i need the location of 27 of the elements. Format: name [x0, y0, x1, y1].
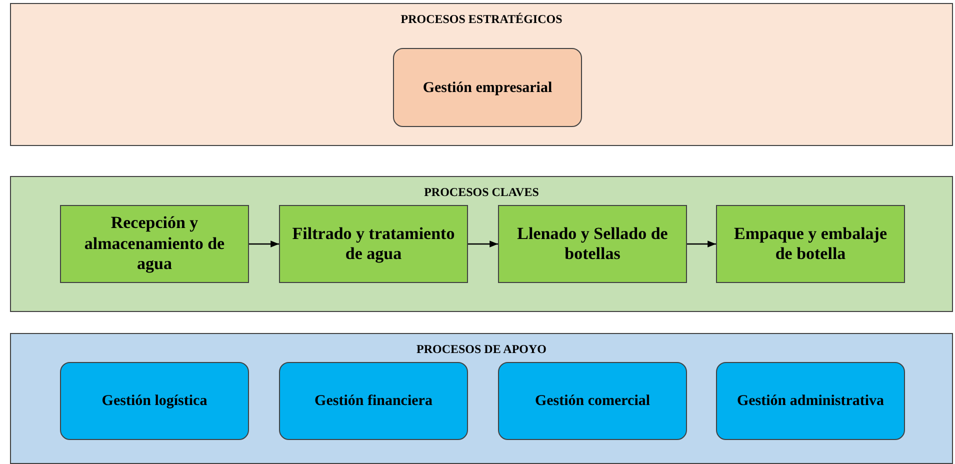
process-box: [498, 205, 687, 283]
process-label: Gestión financiera: [314, 392, 432, 410]
process-label: Gestión comercial: [534, 392, 650, 410]
band-heading: PROCESOS CLAVES: [423, 185, 540, 200]
process-label: Gestión administrativa: [736, 392, 884, 410]
process-box: [498, 362, 687, 440]
arrow: [687, 240, 716, 248]
arrow: [468, 240, 498, 248]
process-label: Empaque y embalaje de botella: [733, 224, 888, 264]
band-heading: PROCESOS DE APOYO: [415, 342, 548, 356]
process-box: [393, 48, 582, 127]
process-band: [10, 3, 953, 146]
process-label: Recepción y almacenamiento de agua: [83, 213, 226, 275]
process-box: [279, 362, 468, 440]
process-label: Filtrado y tratamiento de agua: [291, 224, 456, 264]
process-box: [716, 205, 905, 283]
arrow: [249, 240, 279, 248]
process-box: [60, 205, 249, 283]
process-box: [716, 362, 905, 440]
band-heading: PROCESOS ESTRATÉGICOS: [400, 12, 564, 26]
process-label: Llenado y Sellado de botellas: [516, 224, 669, 264]
process-box: [279, 205, 468, 283]
process-band: [10, 333, 953, 464]
process-label: Gestión empresarial: [422, 78, 552, 96]
process-label: Gestión logística: [102, 392, 208, 410]
process-box: [60, 362, 249, 440]
process-band: [10, 176, 953, 312]
